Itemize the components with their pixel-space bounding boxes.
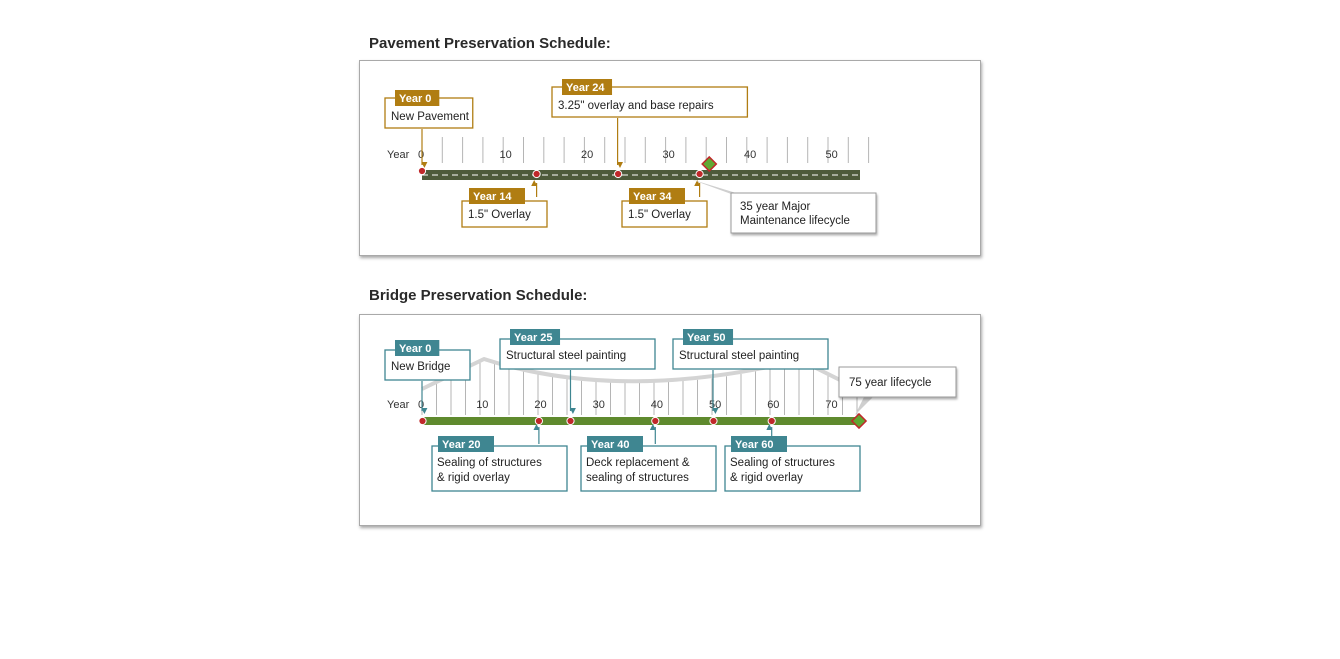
bridge-event-label: Structural steel painting [679, 350, 799, 362]
pavement-event-marker [417, 166, 427, 176]
bridge-year-badge [731, 436, 787, 452]
bridge-year-label: Year [387, 399, 410, 411]
pavement-year-badge [469, 188, 525, 204]
bridge-tick-label: 20 [534, 399, 546, 411]
bridge-tick-label: 10 [476, 399, 488, 411]
bridge-title: Bridge Preservation Schedule: [369, 287, 588, 304]
pavement-tick-label: 20 [581, 149, 593, 161]
pavement-title: Pavement Preservation Schedule: [369, 35, 611, 52]
bridge-tick-label: 70 [825, 399, 837, 411]
pavement-event-marker [695, 169, 704, 179]
pavement-event-marker [614, 169, 623, 179]
pavement-tick-label: 30 [663, 149, 675, 161]
bridge-callout-box [431, 445, 568, 492]
bridge-callout-box [724, 445, 861, 492]
bridge-lifecycle-label: 75 year lifecycle [849, 377, 931, 389]
bridge-tick-label: 40 [651, 399, 663, 411]
bridge-year-badge-label: Year 0 [399, 343, 431, 355]
bridge-event-marker [534, 416, 543, 426]
bridge-tick-label: 0 [418, 399, 424, 411]
bridge-year-badge [395, 340, 440, 356]
bridge-deck [422, 417, 860, 425]
pavement-year-label: Year [387, 149, 410, 161]
pavement-event-label: 1.5" Overlay [628, 209, 691, 221]
bridge-event-marker [566, 416, 575, 426]
pavement-year-badge [562, 79, 613, 95]
pavement-year-badge [395, 90, 440, 106]
pavement-tick-label: 10 [500, 149, 512, 161]
pavement-event-label: 3.25" overlay and base repairs [558, 100, 714, 112]
pavement-year-badge-label: Year 34 [633, 191, 672, 203]
bridge-tick-label: 30 [593, 399, 605, 411]
pavement-year-badge-label: Year 24 [566, 82, 605, 94]
bridge-event-label: Sealing of structures [437, 457, 542, 469]
pavement-tick-label: 50 [826, 149, 838, 161]
bridge-lifecycle-box [838, 366, 957, 398]
pavement-year-badge-label: Year 0 [399, 93, 431, 105]
bridge-year-badge [587, 436, 643, 452]
bridge-event-label: sealing of structures [586, 472, 689, 484]
bridge-year-badge-label: Year 25 [514, 332, 553, 344]
bridge-tick-label: 60 [767, 399, 779, 411]
pavement-lifecycle-diamond [701, 155, 718, 173]
pavement-event-label: 1.5" Overlay [468, 209, 531, 221]
bridge-year-badge [438, 436, 494, 452]
bridge-year-badge-label: Year 60 [735, 439, 774, 451]
bridge-event-label: New Bridge [391, 361, 450, 373]
bridge-lifecycle-diamond [850, 412, 868, 430]
pavement-callout-box [621, 200, 708, 228]
bridge-event-marker [418, 416, 427, 426]
pavement-year-badge [629, 188, 685, 204]
bridge-event-label: Sealing of structures [730, 457, 835, 469]
bridge-year-badge-label: Year 20 [442, 439, 481, 451]
bridge-year-badge-label: Year 50 [687, 332, 726, 344]
bridge-event-label: & rigid overlay [437, 472, 510, 484]
pavement-lifecycle-box [730, 192, 877, 234]
pavement-lifecycle-label: 35 year Major [740, 201, 810, 213]
pavement-tick-label: 40 [744, 149, 756, 161]
bridge-event-marker [767, 416, 776, 426]
bridge-event-marker [709, 416, 718, 426]
bridge-tick-label: 50 [709, 399, 721, 411]
bridge-year-badge [510, 329, 561, 345]
bridge-lifecycle-pointer [855, 395, 875, 415]
bridge-event-label: & rigid overlay [730, 472, 803, 484]
bridge-event-label: Deck replacement & [586, 457, 690, 469]
pavement-tick-label: 0 [418, 149, 424, 161]
bridge-event-label: Structural steel painting [506, 350, 626, 362]
bridge-callout-box [580, 445, 717, 492]
bridge-year-badge-label: Year 40 [591, 439, 630, 451]
pavement-road [422, 170, 860, 180]
bridge-event-marker [651, 416, 660, 426]
pavement-event-label: New Pavement [391, 111, 470, 123]
pavement-lifecycle-label: Maintenance lifecycle [740, 215, 850, 227]
pavement-year-badge-label: Year 14 [473, 191, 512, 203]
pavement-callout-box [461, 200, 548, 228]
bridge-year-badge [683, 329, 734, 345]
pavement-event-marker [532, 169, 541, 179]
